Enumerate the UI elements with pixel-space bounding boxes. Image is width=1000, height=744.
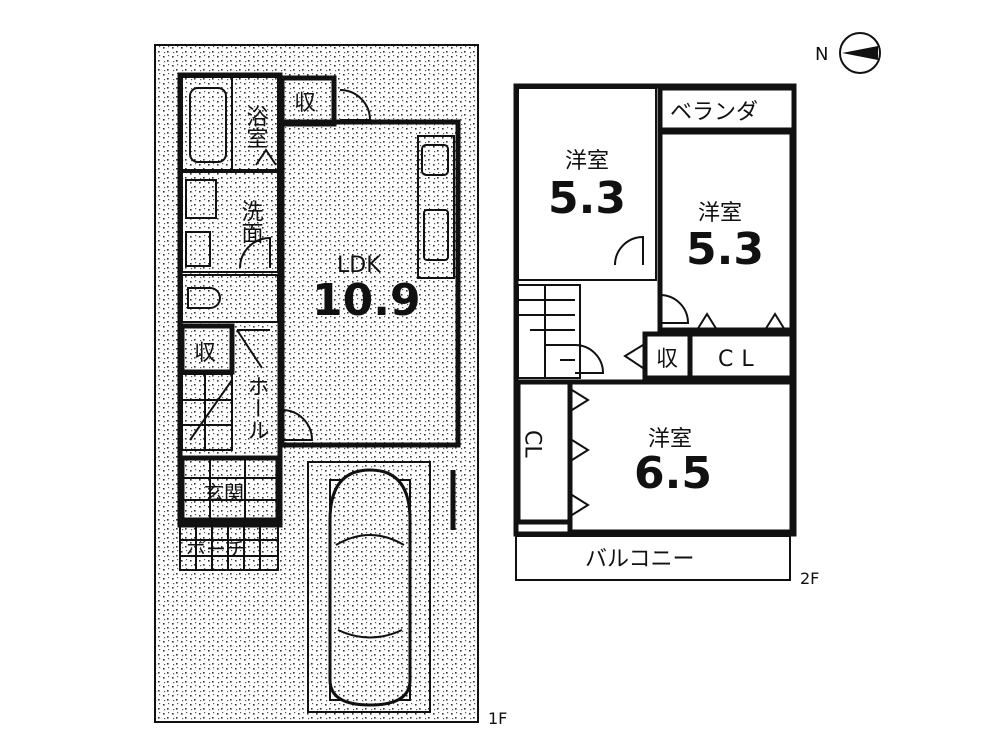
storage-mid-room xyxy=(179,323,235,375)
west-room xyxy=(517,87,657,281)
east-room-label: 洋室 xyxy=(698,201,742,226)
storage-mid-label: 収 xyxy=(194,341,216,366)
south-room-size: 6.5 xyxy=(634,448,712,499)
bathtub-icon xyxy=(189,87,227,163)
car-icon xyxy=(328,468,412,707)
floor-2-label: 2F xyxy=(800,569,819,588)
washing-machine-icon xyxy=(185,179,217,219)
kitchen-counter xyxy=(417,135,455,279)
storage-2f-label: 収 xyxy=(656,347,678,372)
ldk-size: 10.9 xyxy=(312,275,421,326)
washroom-label: 洗面 xyxy=(238,200,264,244)
entrance-room xyxy=(179,455,281,523)
porch-label: ポーチ xyxy=(186,537,246,561)
parking-space xyxy=(307,461,431,713)
ldk-room xyxy=(279,119,461,448)
closet-west-label: CL xyxy=(520,430,545,458)
closet-east-label: CL xyxy=(718,347,762,372)
closet-west xyxy=(515,379,573,525)
balcony xyxy=(515,535,791,581)
east-room-size: 5.3 xyxy=(686,224,764,275)
closet-east xyxy=(687,331,795,381)
door-icon xyxy=(255,148,277,166)
west-room-label: 洋室 xyxy=(565,149,609,174)
washroom xyxy=(181,171,279,273)
stove-icon xyxy=(421,144,449,176)
floor-1-label: 1F xyxy=(488,709,507,728)
lot-1f xyxy=(154,44,479,723)
west-room-size: 5.3 xyxy=(548,173,626,224)
storage-top-label: 収 xyxy=(294,91,316,116)
floor-1: 浴室 収 洗面 LDK 10.9 収 ホール 玄関 ポーチ 1F xyxy=(154,44,507,728)
east-room xyxy=(657,129,795,333)
floor-2: 洋室 5.3 ベランダ 洋室 5.3 収 CL CL 洋室 6.5 バルコニー … xyxy=(513,83,819,588)
stairs-2f-icon xyxy=(517,284,581,379)
north-compass: N xyxy=(815,32,881,74)
compass-label: N xyxy=(815,44,828,65)
toilet-room xyxy=(181,274,279,323)
kitchen-sink-icon xyxy=(423,209,449,261)
balcony-label: バルコニー xyxy=(585,547,695,572)
toilet-icon xyxy=(187,287,221,309)
south-room-label: 洋室 xyxy=(648,427,692,452)
stairs-icon xyxy=(181,373,233,451)
storage-top-room xyxy=(279,75,337,127)
bath-room xyxy=(181,76,279,171)
veranda-label: ベランダ xyxy=(670,100,758,125)
hall-label: ホール xyxy=(244,375,269,441)
sink-icon xyxy=(185,231,211,267)
ldk-label: LDK xyxy=(337,253,381,278)
bath-label: 浴室 xyxy=(243,105,269,149)
entrance-label: 玄関 xyxy=(204,481,244,505)
